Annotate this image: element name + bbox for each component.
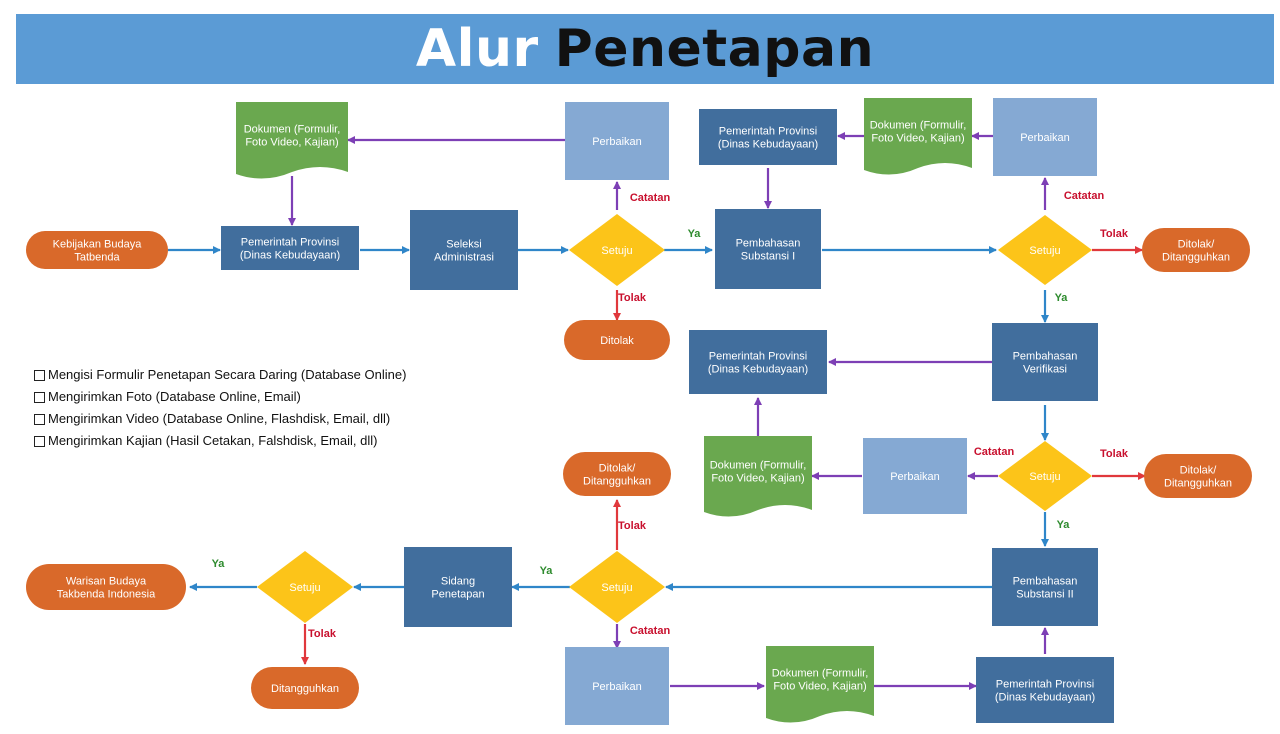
- ditolak-4-label: Ditolak/Ditangguhkan: [583, 463, 651, 488]
- edge-label-tolak: Tolak: [1100, 228, 1129, 240]
- checkbox-bullet-icon: [34, 369, 45, 381]
- checkbox-bullet-icon: [34, 391, 45, 403]
- setuju-3-decision: Setuju: [998, 441, 1092, 511]
- perbaikan-2-node: Perbaikan: [993, 98, 1097, 176]
- dokumen-2-document: Dokumen (Formulir,Foto Video, Kajian): [864, 98, 972, 175]
- setuju-2-decision: Setuju: [998, 215, 1092, 285]
- pemprov-2-label: Pemerintah Provinsi(Dinas Kebudayaan): [718, 126, 818, 151]
- edge-label-tolak: Tolak: [618, 292, 647, 304]
- edge-label-ya: Ya: [212, 558, 226, 570]
- ditolak-1-terminal: Ditolak: [564, 320, 670, 360]
- pemprov-1-node: Pemerintah Provinsi(Dinas Kebudayaan): [221, 226, 359, 270]
- dokumen-3-label: Dokumen (Formulir,Foto Video, Kajian): [710, 460, 807, 485]
- setuju-1-decision: Setuju: [569, 214, 665, 286]
- page-title: Alur Penetapan: [16, 14, 1274, 84]
- ditolak-4-terminal: Ditolak/Ditangguhkan: [563, 452, 671, 496]
- setuju-5-label: Setuju: [289, 582, 320, 594]
- requirements-list: Mengisi Formulir Penetapan Secara Daring…: [34, 364, 406, 452]
- perbaikan-4-label: Perbaikan: [592, 681, 642, 693]
- pemprov-4-node: Pemerintah Provinsi(Dinas Kebudayaan): [976, 657, 1114, 723]
- dokumen-4-label: Dokumen (Formulir,Foto Video, Kajian): [772, 668, 869, 693]
- setuju-5-decision: Setuju: [257, 551, 353, 623]
- requirement-text: Mengirimkan Foto (Database Online, Email…: [48, 389, 301, 404]
- edge-label-ya: Ya: [540, 565, 554, 577]
- ditangguhkan-label: Ditangguhkan: [271, 683, 339, 695]
- requirement-item: Mengisi Formulir Penetapan Secara Daring…: [34, 364, 406, 386]
- setuju-4-decision: Setuju: [569, 551, 665, 623]
- ditolak-2-label: Ditolak/Ditangguhkan: [1162, 239, 1230, 264]
- requirement-item: Mengirimkan Foto (Database Online, Email…: [34, 386, 406, 408]
- edge-label-ya: Ya: [1055, 292, 1069, 304]
- dokumen-4-document: Dokumen (Formulir,Foto Video, Kajian): [766, 646, 874, 723]
- ditangguhkan-terminal: Ditangguhkan: [251, 667, 359, 709]
- checkbox-bullet-icon: [34, 413, 45, 425]
- edge-label-catatan: Catatan: [630, 625, 671, 637]
- setuju-1-label: Setuju: [601, 245, 632, 257]
- pemprov-3-label: Pemerintah Provinsi(Dinas Kebudayaan): [708, 351, 808, 376]
- ditolak-2-terminal: Ditolak/Ditangguhkan: [1142, 228, 1250, 272]
- requirement-text: Mengirimkan Kajian (Hasil Cetakan, Falsh…: [48, 433, 378, 448]
- checkbox-bullet-icon: [34, 435, 45, 447]
- dokumen-2-label: Dokumen (Formulir,Foto Video, Kajian): [870, 120, 967, 145]
- requirement-item: Mengirimkan Video (Database Online, Flas…: [34, 408, 406, 430]
- pemprov-1-label: Pemerintah Provinsi(Dinas Kebudayaan): [240, 237, 340, 262]
- title-part-2: Penetapan: [554, 19, 875, 79]
- perbaikan-3-node: Perbaikan: [863, 438, 967, 514]
- dokumen-1-label: Dokumen (Formulir,Foto Video, Kajian): [244, 124, 341, 149]
- requirement-text: Mengirimkan Video (Database Online, Flas…: [48, 411, 391, 426]
- pemprov-4-label: Pemerintah Provinsi(Dinas Kebudayaan): [995, 679, 1095, 704]
- title-part-1: Alur: [415, 19, 539, 79]
- perbaikan-1-node: Perbaikan: [565, 102, 669, 180]
- edge-label-tolak: Tolak: [1100, 448, 1129, 460]
- ditolak-3-terminal: Ditolak/Ditangguhkan: [1144, 454, 1252, 498]
- ditolak-1-label: Ditolak: [600, 335, 634, 347]
- perbaikan-3-label: Perbaikan: [890, 471, 940, 483]
- pemprov-2-node: Pemerintah Provinsi(Dinas Kebudayaan): [699, 109, 837, 165]
- edge-label-catatan: Catatan: [974, 446, 1015, 458]
- edge-label-tolak: Tolak: [308, 628, 337, 640]
- edge-label-tolak: Tolak: [618, 520, 647, 532]
- setuju-4-label: Setuju: [601, 582, 632, 594]
- perbaikan-4-node: Perbaikan: [565, 647, 669, 725]
- dokumen-3-document: Dokumen (Formulir,Foto Video, Kajian): [704, 436, 812, 517]
- requirement-text: Mengisi Formulir Penetapan Secara Daring…: [48, 367, 407, 382]
- setuju-3-label: Setuju: [1029, 471, 1060, 483]
- edge-label-catatan: Catatan: [1064, 190, 1105, 202]
- pemprov-3-node: Pemerintah Provinsi(Dinas Kebudayaan): [689, 330, 827, 394]
- perbaikan-2-label: Perbaikan: [1020, 132, 1070, 144]
- edge-label-ya: Ya: [688, 228, 702, 240]
- dokumen-1-document: Dokumen (Formulir,Foto Video, Kajian): [236, 102, 348, 179]
- perbaikan-1-label: Perbaikan: [592, 136, 642, 148]
- setuju-2-label: Setuju: [1029, 245, 1060, 257]
- edge-label-ya: Ya: [1057, 519, 1071, 531]
- requirement-item: Mengirimkan Kajian (Hasil Cetakan, Falsh…: [34, 430, 406, 452]
- edge-label-catatan: Catatan: [630, 192, 671, 204]
- ditolak-3-label: Ditolak/Ditangguhkan: [1164, 465, 1232, 490]
